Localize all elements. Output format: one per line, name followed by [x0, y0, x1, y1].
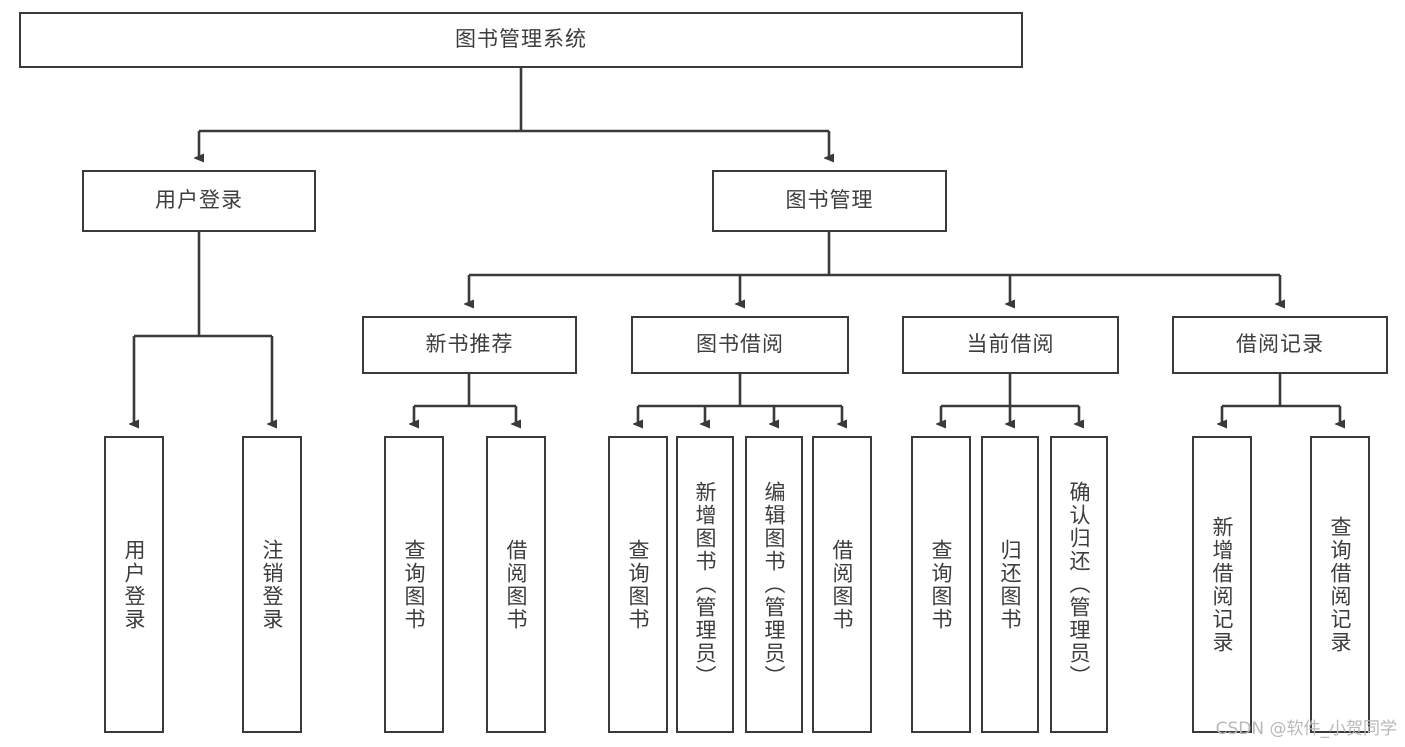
leaf-edit-book-admin[interactable]: 编辑图书（管理员） — [745, 436, 803, 733]
watermark: CSDN @软件_小贺同学 — [1215, 719, 1397, 739]
node-label: 新增图书（管理员） — [693, 481, 718, 688]
node-label: 归还图书 — [998, 538, 1023, 631]
node-label: 用户登录 — [155, 188, 243, 213]
leaf-query-book-current[interactable]: 查询图书 — [911, 436, 971, 733]
leaf-add-borrow-record[interactable]: 新增借阅记录 — [1192, 436, 1252, 733]
node-label: 图书管理系统 — [455, 27, 587, 52]
node-label: 借阅图书 — [830, 538, 855, 631]
node-label: 新书推荐 — [425, 332, 514, 357]
node-label: 图书借阅 — [696, 332, 784, 357]
node-label: 查询图书 — [929, 538, 954, 631]
leaf-add-book-admin[interactable]: 新增图书（管理员） — [676, 436, 734, 733]
node-label: 注销登录 — [260, 538, 285, 631]
node-label: 确认归还（管理员） — [1067, 481, 1092, 688]
leaf-borrow-book-recommend[interactable]: 借阅图书 — [486, 436, 546, 733]
node-root-book-management-system[interactable]: 图书管理系统 — [19, 12, 1023, 68]
leaf-query-book-borrow[interactable]: 查询图书 — [608, 436, 668, 733]
leaf-query-book-recommend[interactable]: 查询图书 — [384, 436, 444, 733]
leaf-query-borrow-record[interactable]: 查询借阅记录 — [1310, 436, 1370, 733]
leaf-user-login[interactable]: 用户登录 — [104, 436, 164, 733]
node-book-management[interactable]: 图书管理 — [712, 170, 947, 232]
leaf-return-book[interactable]: 归还图书 — [981, 436, 1039, 733]
leaf-logout-login[interactable]: 注销登录 — [242, 436, 302, 733]
node-label: 编辑图书（管理员） — [762, 481, 787, 688]
node-label: 查询借阅记录 — [1328, 515, 1353, 654]
node-label: 借阅图书 — [504, 538, 529, 631]
node-book-borrow[interactable]: 图书借阅 — [631, 316, 849, 374]
node-label: 查询图书 — [402, 538, 427, 631]
leaf-borrow-book[interactable]: 借阅图书 — [812, 436, 872, 733]
node-label: 图书管理 — [785, 188, 874, 213]
node-label: 新增借阅记录 — [1210, 515, 1235, 654]
leaf-confirm-return-admin[interactable]: 确认归还（管理员） — [1050, 436, 1108, 733]
node-label: 用户登录 — [122, 538, 147, 631]
node-label: 查询图书 — [626, 538, 651, 631]
node-borrow-record[interactable]: 借阅记录 — [1172, 316, 1388, 374]
node-user-login[interactable]: 用户登录 — [82, 170, 316, 232]
node-label: 借阅记录 — [1236, 332, 1324, 357]
node-label: 当前借阅 — [966, 332, 1055, 357]
node-current-borrow[interactable]: 当前借阅 — [902, 316, 1119, 374]
node-new-book-recommend[interactable]: 新书推荐 — [362, 316, 577, 374]
